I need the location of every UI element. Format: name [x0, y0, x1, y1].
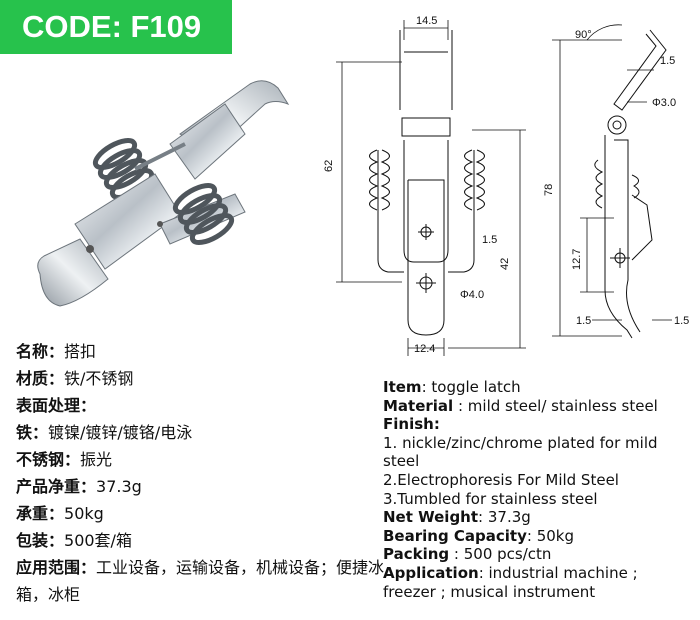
- product-code-badge: CODE: F109: [0, 0, 232, 54]
- dim-left-1-5: 1.5: [576, 315, 591, 327]
- cn-material-row: 材质：铁/不锈钢: [16, 369, 134, 388]
- chinese-specification: 名称：搭扣 材质：铁/不锈钢 表面处理： 铁：镀镍/镀锌/镀铬/电泳 不锈钢：振…: [16, 338, 386, 608]
- en-material-row: Material : mild steel/ stainless steel: [383, 396, 658, 415]
- en-finish-2: 2.Electrophoresis For Mild Steel: [383, 470, 619, 489]
- english-specification: Item: toggle latch Material : mild steel…: [383, 378, 695, 601]
- cn-name-row: 名称：搭扣: [16, 342, 97, 361]
- dim-width-bottom: 12.4: [414, 343, 435, 355]
- dim-width-top: 14.5: [416, 15, 437, 27]
- latch-front: [37, 173, 246, 307]
- dim-wire: 1.5: [482, 234, 497, 246]
- dim-hole-side: Φ3.0: [652, 97, 676, 109]
- dim-height-42: 42: [499, 258, 511, 270]
- en-item-row: Item: toggle latch: [383, 378, 521, 396]
- en-finish-1: 1. nickle/zinc/chrome plated for mild st…: [383, 433, 658, 471]
- latch-back: [92, 80, 290, 200]
- dim-total-78: 78: [543, 184, 555, 196]
- en-packing-row: Packing : 500 pcs/ctn: [383, 545, 552, 564]
- dim-side-thickness: 1.5: [660, 55, 675, 67]
- en-application-row: Application: industrial machine ; freeze…: [383, 563, 638, 601]
- en-finish-3: 3.Tumbled for stainless steel: [383, 489, 598, 508]
- en-finish-row: Finish:: [383, 415, 440, 434]
- cn-stainless-row: 不锈钢：振光: [16, 450, 113, 469]
- dim-hole-small: Φ4.0: [460, 289, 484, 301]
- cn-load-row: 承重：50kg: [16, 504, 104, 523]
- dim-angle: 90°: [575, 29, 592, 41]
- en-bearing-row: Bearing Capacity: 50kg: [383, 526, 575, 545]
- cn-iron-row: 铁：镀镍/镀锌/镀铬/电泳: [16, 423, 193, 442]
- technical-drawing: 14.5 62 42 1.5 Φ4.0 12.4 90° 1.5 Φ3.0 78…: [323, 15, 689, 356]
- dim-12-7: 12.7: [571, 249, 583, 270]
- cn-finish-row: 表面处理：: [16, 396, 97, 415]
- cn-application-row: 应用范围：工业设备，运输设备，机械设备；便捷冰箱，冰柜: [16, 558, 385, 604]
- cn-pack-row: 包装：500套/箱: [16, 531, 132, 550]
- product-photo: [37, 80, 290, 307]
- dim-height-62: 62: [323, 160, 335, 172]
- dim-right-1-5: 1.5: [674, 315, 689, 327]
- cn-weight-row: 产品净重：37.3g: [16, 477, 142, 496]
- en-weight-row: Net Weight: 37.3g: [383, 508, 531, 527]
